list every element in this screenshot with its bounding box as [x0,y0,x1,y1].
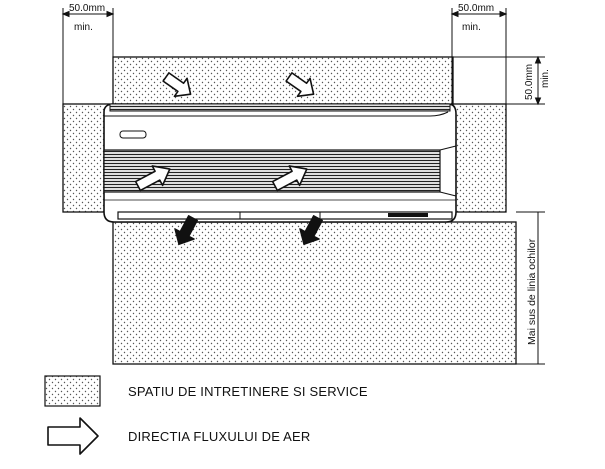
legend-airflow-label: DIRECTIA FLUXULUI DE AER [128,429,311,444]
dim-left-top-note: min. [74,22,93,33]
dim-right-top-value: 50.0mm [458,3,494,14]
height-note-label: Mai sus de linia ochilor [526,238,538,345]
dim-left-top-value: 50.0mm [69,3,105,14]
service-area-bottom [112,221,517,365]
service-area-right [451,103,507,213]
airflow-arrow-outlet-left [174,215,199,246]
airflow-arrow-intake-right [285,72,315,98]
dim-right-top-note: min. [462,22,481,33]
airflow-arrow-intake-left [162,72,192,98]
dimension-right-side [453,55,545,106]
airflow-arrow-front-right [271,165,308,192]
unit-logo [119,130,147,139]
unit-outlet-louver [117,211,453,220]
arrow-right-outline-icon [47,417,99,455]
dimension-left-top [61,8,115,104]
dim-right-side-note: min. [540,69,551,88]
dimension-height [516,211,545,365]
dotted-area-icon [44,375,101,407]
legend-service-area-label: SPATIU DE INTRETINERE SI SERVICE [128,384,368,399]
airflow-arrow-front-left [134,165,171,192]
dimension-right-top [450,8,508,104]
airflow-arrow-outlet-right [299,215,324,246]
indoor-unit [103,103,457,223]
dim-right-side-value: 50.0mm [524,64,535,100]
